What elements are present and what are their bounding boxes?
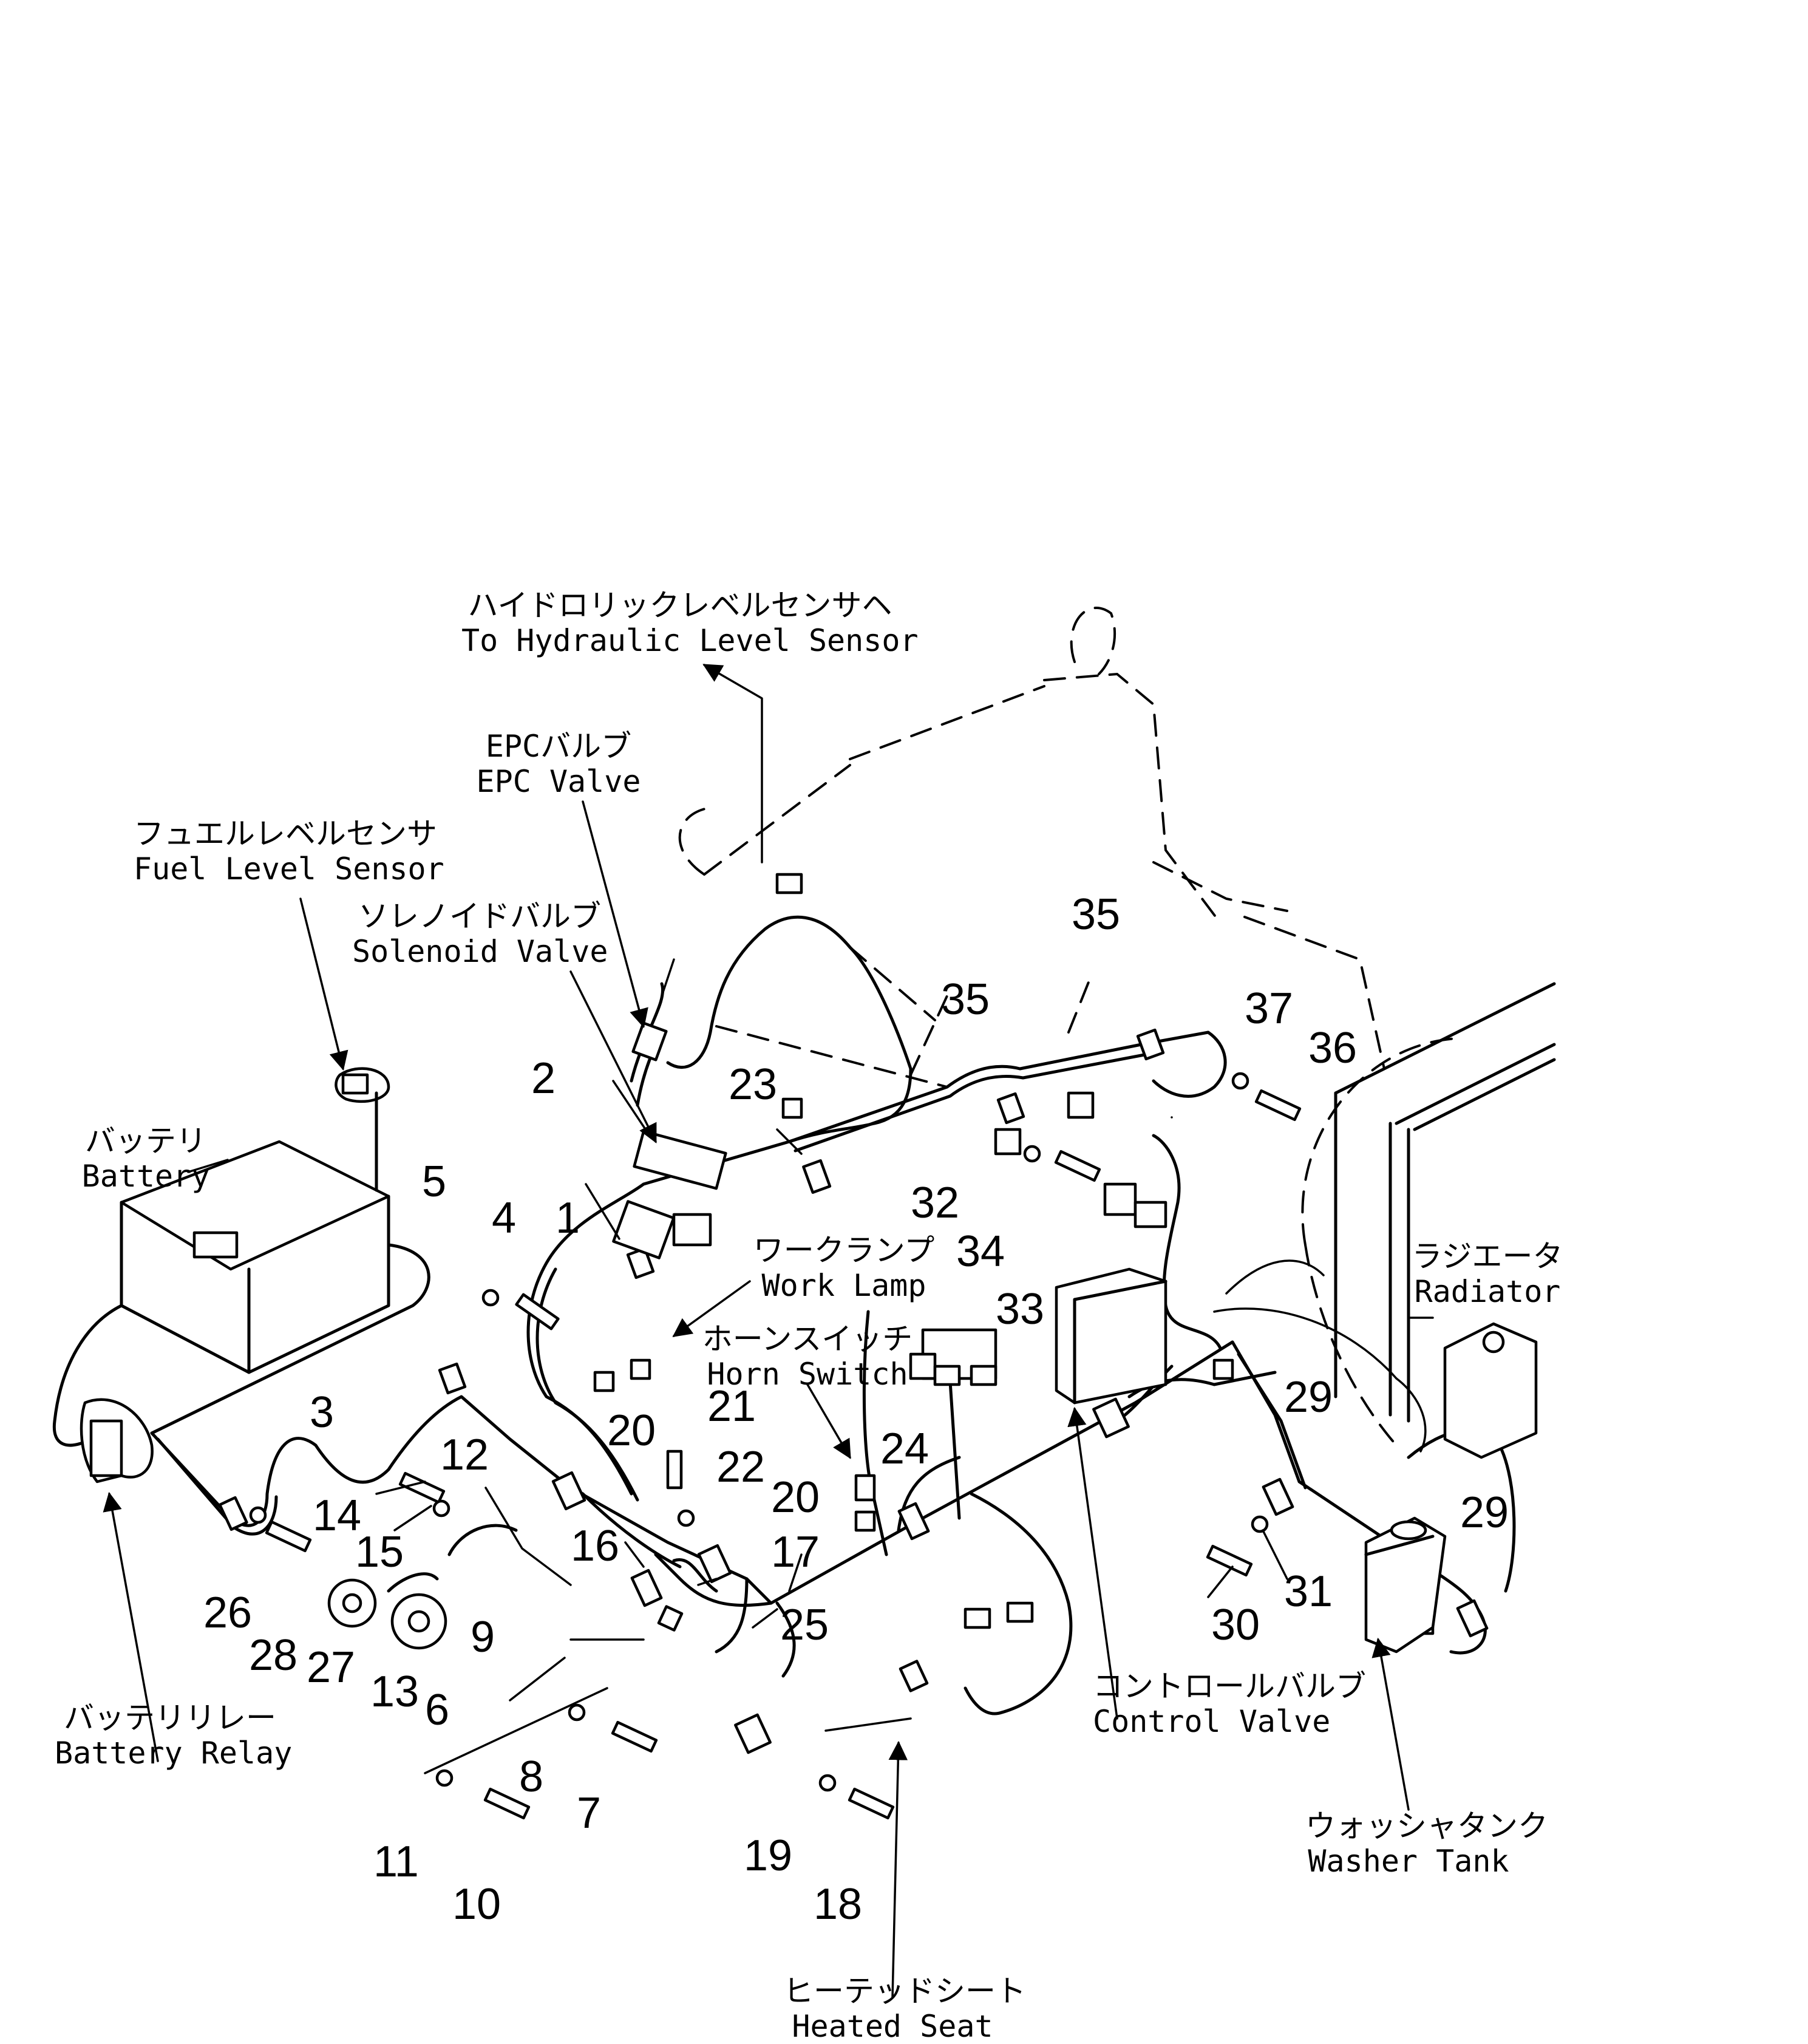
part-number: 29 bbox=[1460, 1488, 1509, 1537]
horn-switch-label-en: Horn Switch bbox=[707, 1357, 908, 1392]
fuel-level-sensor-label-en: Fuel Level Sensor bbox=[134, 851, 444, 887]
part-number: 10 bbox=[452, 1880, 501, 1929]
part-number: 25 bbox=[780, 1601, 829, 1649]
part-number: 14 bbox=[313, 1491, 362, 1540]
radiator-label: ラジエータ Radiator bbox=[1409, 1239, 1566, 1309]
battery-label-ja: バッテリ bbox=[85, 1123, 206, 1159]
part-number: 7 bbox=[577, 1789, 602, 1838]
washer-tank-label: ウォッシャタンク Washer Tank bbox=[1305, 1808, 1548, 1879]
control-valve-label: コントロールバルブ Control Valve bbox=[1093, 1669, 1366, 1739]
radiator-drawing bbox=[1213, 982, 1556, 1453]
fuel-level-sensor-label: フュエルレベルセンサ Fuel Level Sensor bbox=[134, 816, 444, 887]
leader-lines bbox=[103, 664, 1434, 1999]
hydraulic-sensor-label: ハイドロリックレベルセンサヘ To Hydraulic Level Sensor bbox=[461, 588, 919, 658]
part-number: 20 bbox=[607, 1406, 656, 1455]
epc-valve-label-en: EPC Valve bbox=[476, 764, 641, 799]
part-number: 6 bbox=[425, 1686, 450, 1734]
fuel-level-sensor-label-ja: フュエルレベルセンサ bbox=[134, 816, 437, 851]
heated-seat-label-ja: ヒーテッドシート bbox=[783, 1974, 1026, 2009]
work-lamp-label-en: Work Lamp bbox=[761, 1268, 926, 1303]
work-lamp-label: ワークランプ Work Lamp bbox=[741, 1233, 947, 1303]
washer-tank-label-en: Washer Tank bbox=[1308, 1844, 1509, 1879]
control-valve-drawing bbox=[1055, 1267, 1167, 1405]
part-number: 27 bbox=[307, 1643, 356, 1692]
part-number: 32 bbox=[911, 1179, 960, 1227]
clamps bbox=[218, 1028, 1489, 1754]
part-number: 19 bbox=[744, 1831, 793, 1880]
part-number: 36 bbox=[1308, 1024, 1358, 1072]
solenoid-valve-label: ソレノイドバルブ Solenoid Valve bbox=[352, 899, 608, 969]
control-valve-label-en: Control Valve bbox=[1093, 1704, 1331, 1739]
bolts-washers bbox=[249, 1072, 1302, 1820]
part-number: 34 bbox=[956, 1227, 1005, 1276]
battery-relay-label: バッテリリレー Battery Relay bbox=[55, 1700, 293, 1771]
battery-label-en: Battery bbox=[81, 1159, 210, 1194]
part-number: 26 bbox=[203, 1589, 253, 1637]
connectors bbox=[593, 873, 1483, 1635]
part-number: 5 bbox=[422, 1157, 447, 1206]
part-number: 18 bbox=[814, 1880, 863, 1929]
part-number: 35 bbox=[1072, 890, 1121, 939]
radiator-label-en: Radiator bbox=[1414, 1274, 1561, 1309]
part-number: 11 bbox=[373, 1838, 419, 1886]
washer-tank-drawing bbox=[1364, 1516, 1447, 1654]
part-number: 21 bbox=[707, 1382, 756, 1431]
radiator-label-ja: ラジエータ bbox=[1412, 1239, 1563, 1274]
part-number: 37 bbox=[1245, 984, 1294, 1033]
heated-seat-label: ヒーテッドシート Heated Seat bbox=[783, 1974, 1026, 2044]
part-number: 12 bbox=[440, 1431, 489, 1479]
battery-drawing bbox=[52, 1140, 430, 1447]
part-number: 16 bbox=[571, 1522, 620, 1570]
battery-relay-label-en: Battery Relay bbox=[55, 1736, 293, 1771]
work-lamp-label-ja: ワークランプ bbox=[753, 1233, 935, 1268]
horn-drawing bbox=[327, 1524, 518, 1650]
part-number: 9 bbox=[471, 1613, 495, 1661]
battery-relay-drawing bbox=[80, 1398, 154, 1484]
part-number: 17 bbox=[771, 1528, 820, 1576]
horn-switch-label-ja: ホーンスイッチ bbox=[702, 1321, 913, 1357]
battery-label: バッテリ Battery bbox=[73, 1123, 219, 1194]
fuel-sensor-drawing bbox=[335, 1067, 390, 1192]
battery-relay-label-ja: バッテリリレー bbox=[64, 1700, 276, 1736]
part-number: 28 bbox=[249, 1631, 298, 1680]
reservoir-drawing bbox=[1443, 1322, 1538, 1459]
part-number: 2 bbox=[531, 1054, 556, 1103]
engine-outline bbox=[678, 607, 1385, 1088]
part-number: 30 bbox=[1211, 1601, 1260, 1649]
control-valve-label-ja: コントロールバルブ bbox=[1093, 1669, 1366, 1704]
part-number: 35 bbox=[941, 975, 990, 1024]
part-number: 31 bbox=[1284, 1567, 1333, 1616]
part-number: 23 bbox=[729, 1060, 778, 1109]
part-number: 33 bbox=[996, 1285, 1045, 1334]
part-number: 29 bbox=[1284, 1373, 1333, 1422]
epc-valve-label: EPCバルブ EPC Valve bbox=[455, 729, 662, 799]
horn-switch-label: ホーンスイッチ Horn Switch bbox=[698, 1321, 917, 1392]
part-number: 1 bbox=[556, 1194, 580, 1242]
heated-seat-label-en: Heated Seat bbox=[792, 2009, 993, 2044]
hydraulic-sensor-label-ja: ハイドロリックレベルセンサヘ bbox=[467, 588, 892, 623]
part-number: 4 bbox=[492, 1194, 517, 1242]
solenoid-valve-label-ja: ソレノイドバルブ bbox=[358, 899, 601, 934]
hydraulic-sensor-label-en: To Hydraulic Level Sensor bbox=[461, 623, 919, 658]
part-number: 8 bbox=[519, 1753, 544, 1801]
epc-valve-label-ja: EPCバルブ bbox=[485, 729, 632, 764]
part-number: 15 bbox=[355, 1528, 404, 1576]
solenoid-valve-label-en: Solenoid Valve bbox=[352, 934, 608, 969]
part-number: 20 bbox=[771, 1473, 820, 1522]
part-number: 3 bbox=[310, 1388, 335, 1437]
part-number: 22 bbox=[716, 1443, 766, 1491]
part-number: 13 bbox=[370, 1668, 420, 1716]
washer-tank-label-ja: ウォッシャタンク bbox=[1305, 1808, 1548, 1844]
part-number: 24 bbox=[880, 1425, 929, 1473]
